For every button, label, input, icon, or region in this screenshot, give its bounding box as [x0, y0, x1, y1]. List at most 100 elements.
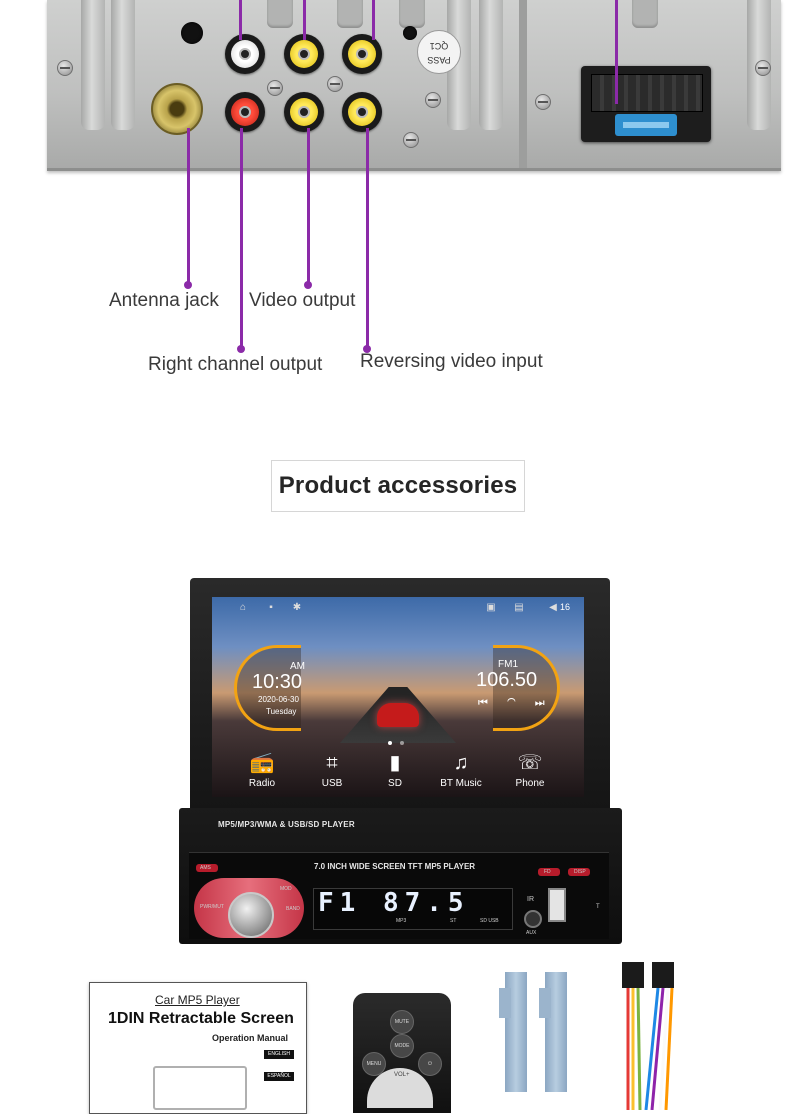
harness-plug: [622, 962, 644, 988]
screw: [327, 76, 343, 92]
panel-notch: [399, 0, 425, 28]
lcd-mp3-tag: MP3: [396, 918, 407, 924]
volume-knob[interactable]: [228, 892, 274, 938]
panel-rib: [111, 0, 135, 130]
radio-controls[interactable]: ⏮ ◠ ⏭: [478, 697, 553, 709]
harness-wire: [658, 987, 670, 1110]
callout-right-channel-output: Right channel output: [148, 354, 323, 375]
screen-mirror-icon: ▣: [486, 602, 496, 613]
leader-dot: [304, 281, 312, 289]
clock-dial: [234, 645, 301, 731]
clock-date: 2020-06-30: [258, 695, 299, 704]
clock-time: 10:30: [252, 671, 303, 693]
ams-label: AMS: [200, 865, 211, 871]
app-sd[interactable]: ▮ SD: [367, 751, 423, 789]
lcd-sd-usb-tag: SD USB: [480, 918, 499, 924]
leader-line-right-channel: [240, 128, 243, 349]
screw: [267, 80, 283, 96]
harness-plug: [652, 962, 674, 988]
volume-level: 16: [560, 602, 571, 612]
ams-button[interactable]: [196, 864, 218, 872]
harness-wire: [644, 987, 660, 1110]
window-icon: ▤: [514, 602, 524, 613]
radio-icon: 📻: [249, 752, 275, 774]
leader-line: [615, 0, 618, 104]
aux-port[interactable]: [524, 910, 542, 928]
bt-music-icon: ♫: [453, 752, 469, 774]
removal-key: [539, 972, 567, 1092]
app-phone[interactable]: ☏ Phone: [502, 751, 558, 789]
clock-weekday: Tuesday: [266, 707, 297, 716]
harness-wire: [636, 987, 642, 1110]
sd-status-icon: ▪: [269, 602, 273, 613]
page-dot: [400, 741, 404, 745]
screw: [755, 60, 771, 76]
lcd-readout: F1 87.5: [318, 888, 470, 918]
phone-icon: ☏: [517, 752, 543, 774]
fd-label: FD: [544, 869, 551, 875]
mode-label: MOD: [280, 886, 292, 892]
rca-yellow: [284, 92, 324, 132]
leader-line: [303, 0, 306, 40]
screw: [403, 132, 419, 148]
touch-screen: ⌂ ▪ ✱ ▣ ▤ ◀ 16 AM 10:30 2020-06-30 Tuesd…: [212, 597, 584, 797]
t-label: T: [596, 904, 600, 910]
faceplate-caption: 7.0 INCH WIDE SCREEN TFT MP5 PLAYER: [314, 862, 476, 871]
rear-panel: PASS QC1: [47, 0, 781, 171]
rca-yellow: [284, 34, 324, 74]
leader-line: [372, 0, 375, 40]
remote-vol-label: VOL+: [394, 1072, 410, 1078]
panel-notch: [267, 0, 293, 28]
section-heading-box: Product accessories: [271, 460, 525, 512]
mount-hole: [181, 22, 203, 44]
callout-video-output: Video output: [249, 290, 356, 311]
disp-button[interactable]: [568, 868, 590, 876]
home-icon: ⌂: [239, 602, 247, 613]
callout-reversing-video-input: Reversing video input: [360, 351, 543, 372]
antenna-jack: [151, 83, 203, 135]
removal-key: [499, 972, 527, 1092]
radio-dial: [493, 645, 560, 731]
leader-line: [239, 0, 242, 40]
rca-yellow: [342, 92, 382, 132]
lcd-st-tag: ST: [450, 918, 457, 924]
app-radio[interactable]: 📻 Radio: [234, 751, 290, 789]
rca-white: [225, 34, 265, 74]
leader-dot: [363, 345, 371, 353]
pwr-mut-label: PWR/MUT: [200, 904, 224, 910]
wire-connector: [581, 66, 711, 142]
rca-yellow: [342, 34, 382, 74]
manual-illustration: [153, 1066, 247, 1110]
remote-mode-button[interactable]: MODE: [390, 1034, 414, 1058]
usb-port[interactable]: [548, 888, 566, 922]
fd-button[interactable]: [538, 868, 560, 876]
rca-red: [225, 92, 265, 132]
power-icon[interactable]: ⏻: [418, 1052, 442, 1076]
fuse: [615, 114, 677, 136]
manual-subtitle: Car MP5 Player: [155, 993, 240, 1007]
wiring-harness: [622, 962, 674, 1110]
app-usb[interactable]: ⌗ USB: [304, 751, 360, 789]
section-heading: Product accessories: [278, 472, 518, 499]
lcd-display: [313, 888, 513, 930]
aux-label: AUX: [526, 930, 537, 936]
disp-label: DISP: [574, 869, 586, 875]
band-label: BAND: [286, 906, 300, 912]
leader-dot: [237, 345, 245, 353]
manual-type: Operation Manual: [212, 1033, 289, 1043]
manual-language-tag: ENGLISH: [264, 1050, 294, 1059]
panel-notch: [337, 0, 363, 28]
chassis-caption: MP5/MP3/WMA & USB/SD PLAYER: [218, 820, 355, 829]
mount-hole: [403, 26, 417, 40]
volume-icon: ◀: [549, 602, 557, 613]
radio-frequency: 106.50: [476, 669, 538, 691]
screw: [57, 60, 73, 76]
harness-wire: [664, 987, 674, 1110]
manual-title: 1DIN Retractable Screen: [108, 1010, 294, 1027]
harness-wire: [650, 987, 665, 1110]
remote-mute-button[interactable]: MUTE: [390, 1010, 414, 1034]
car-graphic: [377, 703, 419, 727]
leader-line-antenna: [187, 128, 190, 284]
qc-pass-sticker: PASS QC1: [417, 30, 461, 74]
app-bt-music[interactable]: ♫ BT Music: [433, 751, 489, 789]
